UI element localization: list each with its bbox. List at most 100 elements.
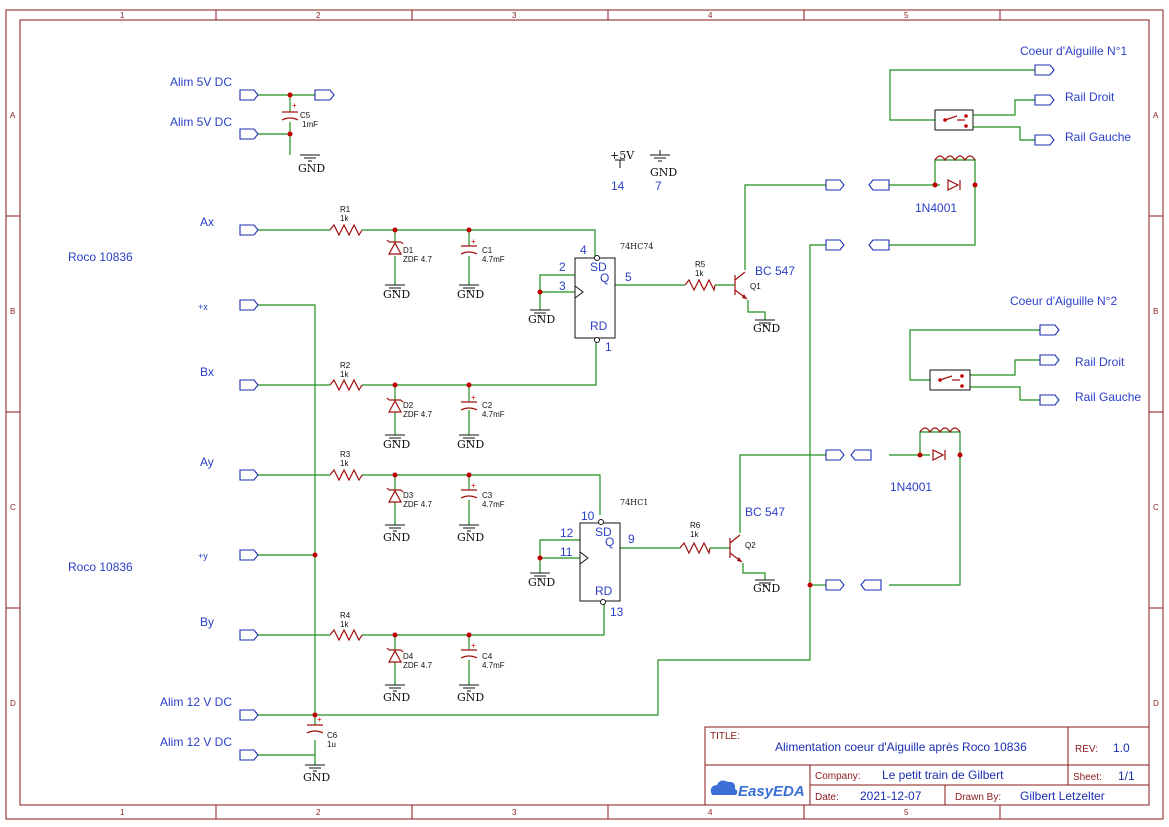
row-label-b-r: B <box>1153 307 1158 316</box>
gnd-label-d3: GND <box>383 531 410 544</box>
company-label: Company: <box>815 771 861 782</box>
u1-pin3: 3 <box>559 279 566 293</box>
c2-label: C2 <box>482 401 493 410</box>
outer-frame <box>5 9 1164 820</box>
relay-2 <box>919 369 971 461</box>
label-roco-1: Roco 10836 <box>68 250 133 264</box>
row-label-c: C <box>10 503 16 512</box>
c6-plus: + <box>317 715 322 724</box>
zener-diode-symbols <box>386 239 404 663</box>
col-label-5: 5 <box>904 11 909 20</box>
row-label-d: D <box>10 699 16 708</box>
gnd-label-c1: GND <box>457 288 484 301</box>
col-label-4: 4 <box>708 11 713 20</box>
c3-label: C3 <box>482 491 493 500</box>
r2-label: R2 <box>340 361 351 370</box>
r5-label: R5 <box>695 260 706 269</box>
capacitor-symbols <box>281 111 478 734</box>
row-label-a: A <box>10 111 16 120</box>
power-gnd-pin: 7 <box>655 179 662 193</box>
c5-plus: + <box>292 101 297 110</box>
u1-part: 74HC74 <box>620 242 653 251</box>
d1-label: D1 <box>403 246 414 255</box>
u2-pin10: 10 <box>581 509 595 523</box>
c6-value: 1u <box>327 740 336 749</box>
d3-value: ZDF 4.7 <box>403 500 432 509</box>
inner-frame <box>19 19 1150 806</box>
gnd-label-c3: GND <box>457 531 484 544</box>
rev-label: REV: <box>1075 744 1098 755</box>
c1-label: C1 <box>482 246 493 255</box>
c3-plus: + <box>471 481 476 490</box>
gnd-label-c6: GND <box>303 771 330 784</box>
gnd-label-u1: GND <box>528 313 555 326</box>
col-label-2: 2 <box>316 11 321 20</box>
r3-value: 1k <box>340 459 349 468</box>
c4-label: C4 <box>482 652 493 661</box>
u2-pin11: 11 <box>560 545 573 559</box>
c1-value: 4.7mF <box>482 255 505 264</box>
col-label-3: 3 <box>512 11 517 20</box>
c1-plus: + <box>471 237 476 246</box>
power-vcc-label: +5V <box>610 149 635 162</box>
transistor-q1 <box>734 271 748 300</box>
diode2-label: 1N4001 <box>890 480 932 494</box>
u2-pin12: 12 <box>560 526 574 540</box>
date-value: 2021-12-07 <box>860 789 922 803</box>
grid-ticks <box>6 10 1163 819</box>
company-value: Le petit train de Gilbert <box>882 768 1004 782</box>
power-gnd-label: GND <box>650 166 677 179</box>
d2-label: D2 <box>403 401 414 410</box>
u1-sd: SD <box>590 260 607 274</box>
power-vcc-pin: 14 <box>611 179 625 193</box>
gnd-label-q2: GND <box>753 582 780 595</box>
port-rail-droit-1: Rail Droit <box>1065 90 1115 104</box>
q1-label: Q1 <box>750 282 761 291</box>
row-label-d-r: D <box>1153 699 1159 708</box>
d4-label: D4 <box>403 652 414 661</box>
port-alim5v-1: Alim 5V DC <box>170 75 232 89</box>
d2-value: ZDF 4.7 <box>403 410 432 419</box>
gnd-label-d2: GND <box>383 438 410 451</box>
flipflop-u2 <box>579 519 621 605</box>
gnd-label-c5: GND <box>298 162 325 175</box>
drawn-by-value: Gilbert Letzelter <box>1020 789 1105 803</box>
c5-label: C5 <box>300 111 311 120</box>
u1-rd: RD <box>590 319 608 333</box>
gnd-label-u2: GND <box>528 576 555 589</box>
port-rail-gauche-1: Rail Gauche <box>1065 130 1131 144</box>
sheet-value: 1/1 <box>1118 769 1135 783</box>
port-rail-droit-2: Rail Droit <box>1075 355 1125 369</box>
u2-pin9: 9 <box>628 532 635 546</box>
u1-pin5: 5 <box>625 270 632 284</box>
gnd-label-q1: GND <box>753 322 780 335</box>
col-label-5b: 5 <box>904 808 909 817</box>
u1-pin1: 1 <box>605 340 612 354</box>
sheet-label: Sheet: <box>1073 772 1102 783</box>
c6-label: C6 <box>327 731 338 740</box>
flipflop-u1 <box>574 255 616 343</box>
row-label-b: B <box>10 307 15 316</box>
q2-value: BC 547 <box>745 505 785 519</box>
u2-part: 74HC1 <box>620 498 648 507</box>
r6-label: R6 <box>690 521 701 530</box>
col-label-1b: 1 <box>120 808 125 817</box>
d4-value: ZDF 4.7 <box>403 661 432 670</box>
port-py: +y <box>198 551 208 561</box>
logo-text: EasyEDA <box>738 783 805 800</box>
r5-value: 1k <box>695 269 704 278</box>
q2-label: Q2 <box>745 541 756 550</box>
c3-value: 4.7mF <box>482 500 505 509</box>
r1-value: 1k <box>340 214 349 223</box>
u2-q: Q <box>605 535 614 549</box>
easyeda-logo: EasyEDA <box>710 780 805 800</box>
port-rail-gauche-2: Rail Gauche <box>1075 390 1141 404</box>
r4-label: R4 <box>340 611 351 620</box>
row-label-a-r: A <box>1153 111 1159 120</box>
c2-plus: + <box>471 393 476 402</box>
rev-value: 1.0 <box>1113 741 1130 755</box>
ground-symbols <box>300 150 775 772</box>
col-label-4b: 4 <box>708 808 713 817</box>
q1-value: BC 547 <box>755 264 795 278</box>
